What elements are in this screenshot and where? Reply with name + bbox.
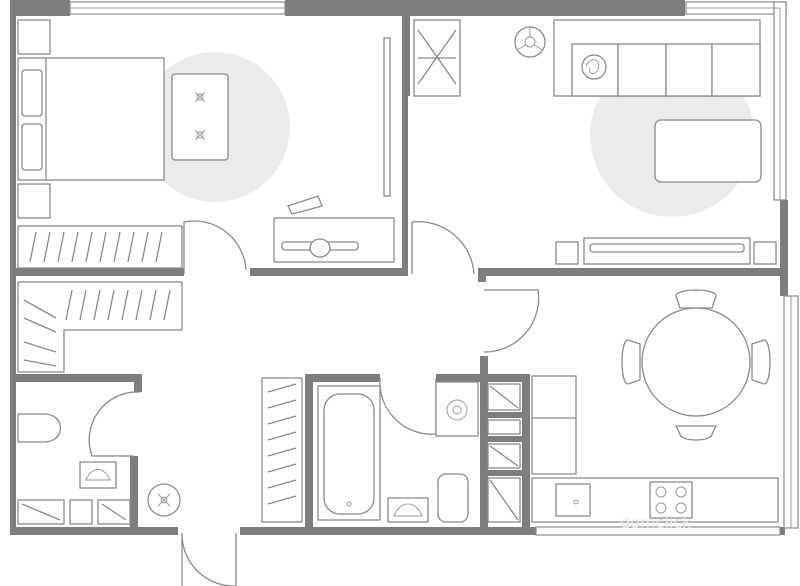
bedroom — [17, 19, 395, 269]
toilet-room — [17, 413, 131, 525]
watermark: domclick — [620, 513, 692, 532]
walls — [10, 0, 788, 535]
nightstand — [17, 183, 51, 219]
bathroom — [261, 377, 479, 523]
kitchen — [531, 289, 779, 523]
hallway-wardrobe — [17, 281, 183, 373]
dining-table — [641, 307, 751, 417]
pillow — [21, 69, 43, 117]
coffee-table — [171, 73, 229, 161]
toilet — [17, 413, 61, 443]
light-fixture-icon — [157, 493, 171, 507]
chair — [287, 195, 323, 215]
desk — [273, 217, 395, 263]
living-room — [413, 19, 777, 265]
dining-chair — [674, 425, 718, 441]
pillow — [21, 123, 43, 171]
fridge — [531, 375, 577, 475]
kitchen-sink — [555, 483, 591, 517]
tv — [589, 243, 745, 253]
desk-chair — [309, 238, 331, 258]
wall-mirror — [383, 37, 391, 197]
dining-chair — [675, 289, 717, 309]
laundry-closet — [487, 383, 521, 523]
nightstand — [17, 19, 51, 55]
coffee-table — [654, 119, 762, 183]
dining-chair — [621, 339, 641, 385]
windows — [69, 1, 799, 536]
washing-machine — [435, 381, 479, 437]
toilet — [437, 473, 469, 523]
linen-closet — [261, 377, 303, 523]
light-fixture-icon — [194, 91, 206, 141]
speaker — [753, 241, 777, 265]
hall-light — [147, 483, 181, 517]
doors — [88, 220, 540, 586]
plant-icon — [581, 54, 607, 80]
speaker — [555, 241, 579, 265]
dining-chair — [751, 339, 771, 385]
corner-wardrobe — [17, 281, 183, 373]
hob-icon — [649, 481, 693, 519]
sink — [79, 461, 117, 489]
ceiling-fan-icon — [514, 26, 546, 58]
washbasin — [387, 497, 429, 523]
